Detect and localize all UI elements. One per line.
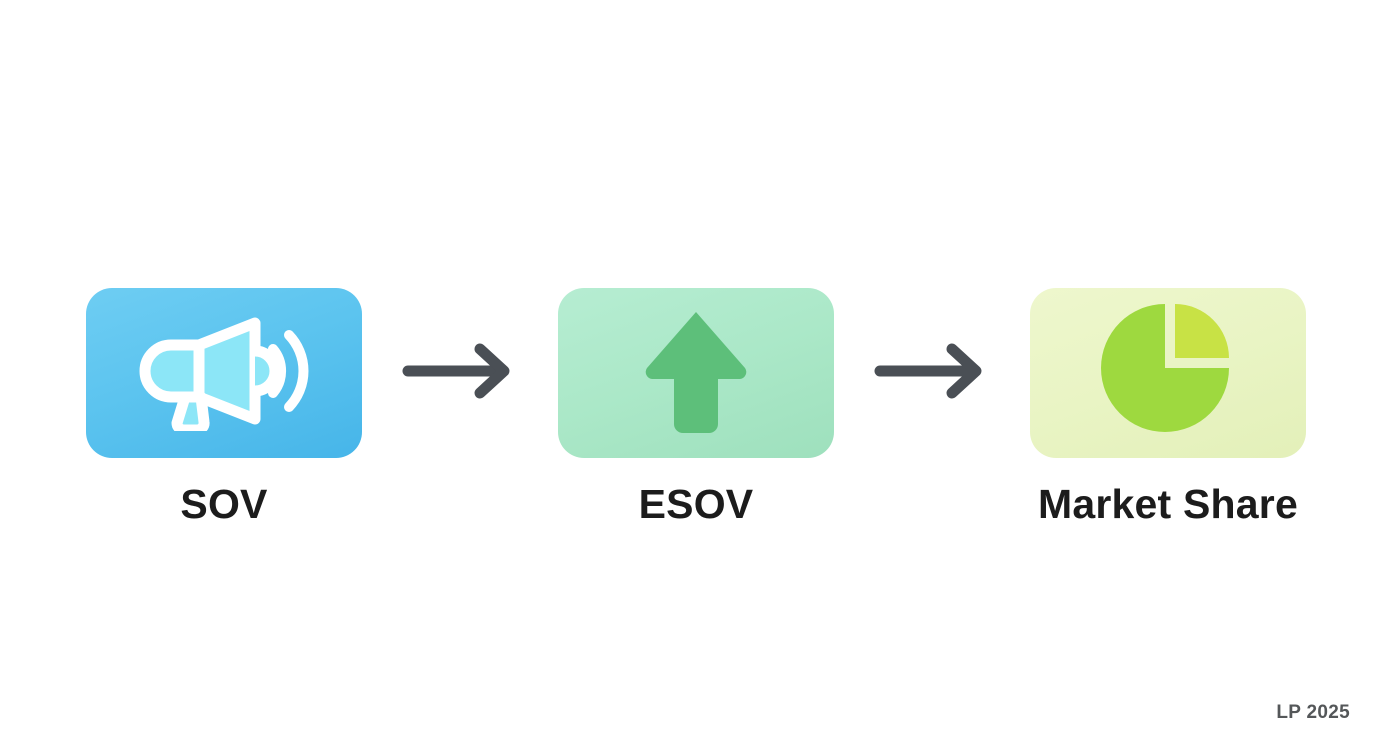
up-arrow-icon xyxy=(641,306,751,441)
stage-market-share[interactable]: Market Share xyxy=(1030,288,1306,525)
right-arrow-icon xyxy=(872,343,992,404)
stage-label-market-share: Market Share xyxy=(1038,481,1298,527)
connector-sov-to-esov xyxy=(362,288,558,458)
card-esov[interactable] xyxy=(558,288,834,458)
stage-sov[interactable]: SOV xyxy=(86,288,362,525)
card-sov[interactable] xyxy=(86,288,362,458)
flow-row: SOV ESOV xyxy=(0,288,1392,538)
connector-esov-to-market-share xyxy=(834,288,1030,458)
stage-esov[interactable]: ESOV xyxy=(558,288,834,525)
right-arrow-icon xyxy=(400,343,520,404)
stage-label-esov: ESOV xyxy=(638,481,754,527)
stage-label-sov: SOV xyxy=(180,481,268,527)
megaphone-icon xyxy=(139,311,309,436)
pie-chart-icon xyxy=(1093,296,1243,451)
card-market-share[interactable] xyxy=(1030,288,1306,458)
credit-label: LP 2025 xyxy=(1276,702,1350,723)
